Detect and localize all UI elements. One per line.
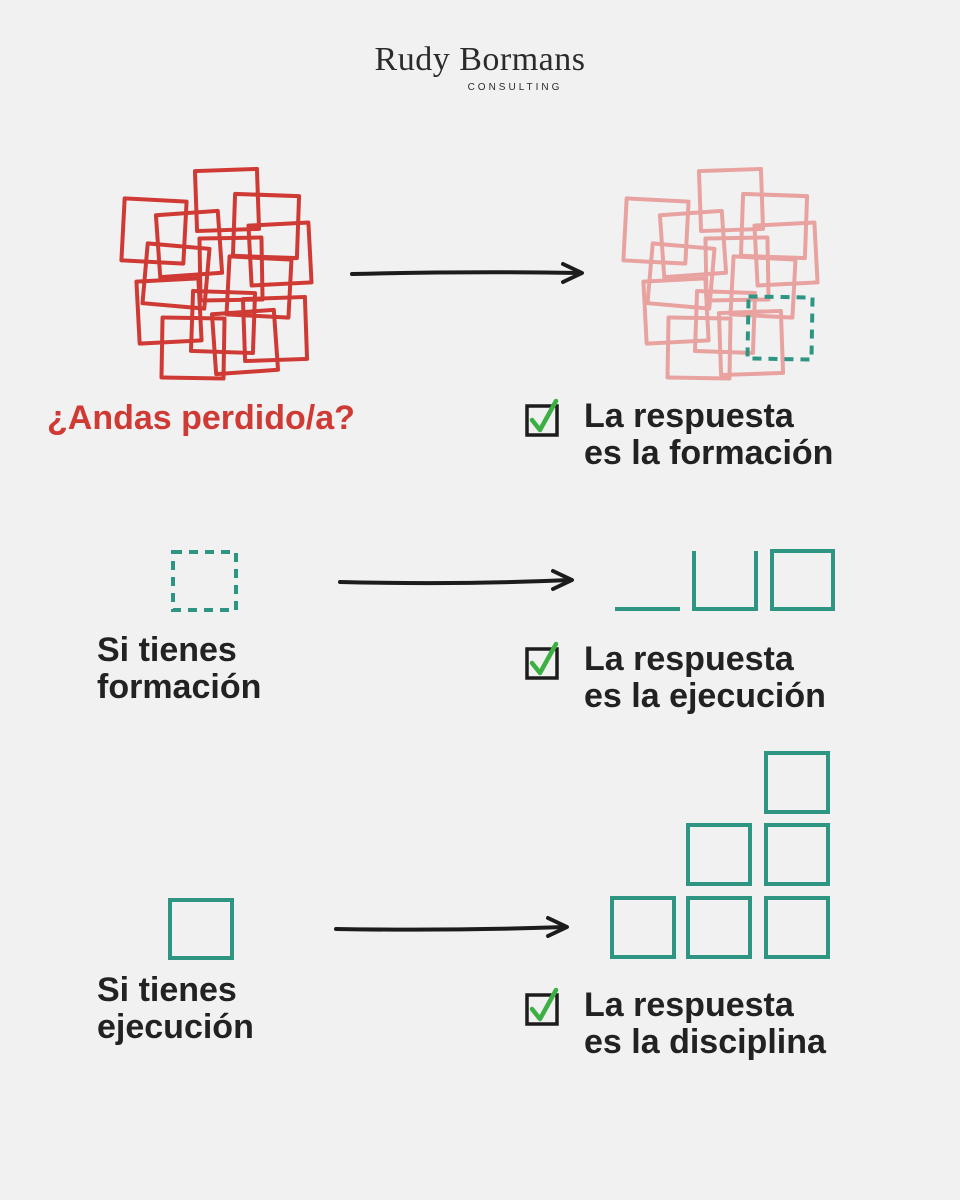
checked-box-icon [525, 987, 559, 1026]
answer-line: es la formación [584, 434, 834, 472]
answer-line: es la ejecución [584, 677, 826, 715]
answer-execution: La respuesta es la ejecución [524, 641, 826, 715]
answer-line: La respuesta [584, 986, 794, 1024]
building-squares [615, 549, 835, 611]
answer-text: La respuesta es la disciplina [584, 987, 826, 1061]
brand-logo: Rudy Bormans CONSULTING [0, 40, 960, 93]
answer-line: La respuesta [584, 397, 794, 435]
brand-subtitle: CONSULTING [467, 82, 563, 93]
condition-formation: Si tienes formación [97, 632, 261, 706]
condition-execution: Si tienes ejecución [97, 972, 254, 1046]
answer-line: La respuesta [584, 640, 794, 678]
arrow-right-icon [338, 569, 574, 591]
checked-box-icon [525, 641, 559, 680]
answer-line: es la disciplina [584, 1023, 826, 1061]
condition-line: ejecución [97, 1008, 254, 1046]
arrow-right-icon [334, 916, 569, 938]
staircase-squares [610, 751, 830, 959]
answer-formation: La respuesta es la formación [524, 398, 833, 472]
solid-square [168, 898, 234, 960]
faded-squares-cluster [621, 166, 820, 381]
condition-line: Si tienes [97, 971, 237, 1009]
brand-name: Rudy Bormans [374, 41, 586, 78]
messy-squares-cluster [119, 166, 314, 381]
answer-text: La respuesta es la ejecución [584, 641, 826, 715]
answer-discipline: La respuesta es la disciplina [524, 987, 826, 1061]
arrow-right-icon [350, 262, 584, 284]
condition-line: Si tienes [97, 631, 237, 669]
answer-text: La respuesta es la formación [584, 398, 833, 472]
question-lost: ¿Andas perdido/a? [47, 400, 355, 437]
condition-line: formación [97, 668, 262, 706]
dashed-square [171, 550, 238, 612]
question-line: ¿Andas perdido/a? [47, 399, 355, 437]
checked-box-icon [525, 398, 559, 437]
dashed-square-highlight [745, 294, 815, 362]
